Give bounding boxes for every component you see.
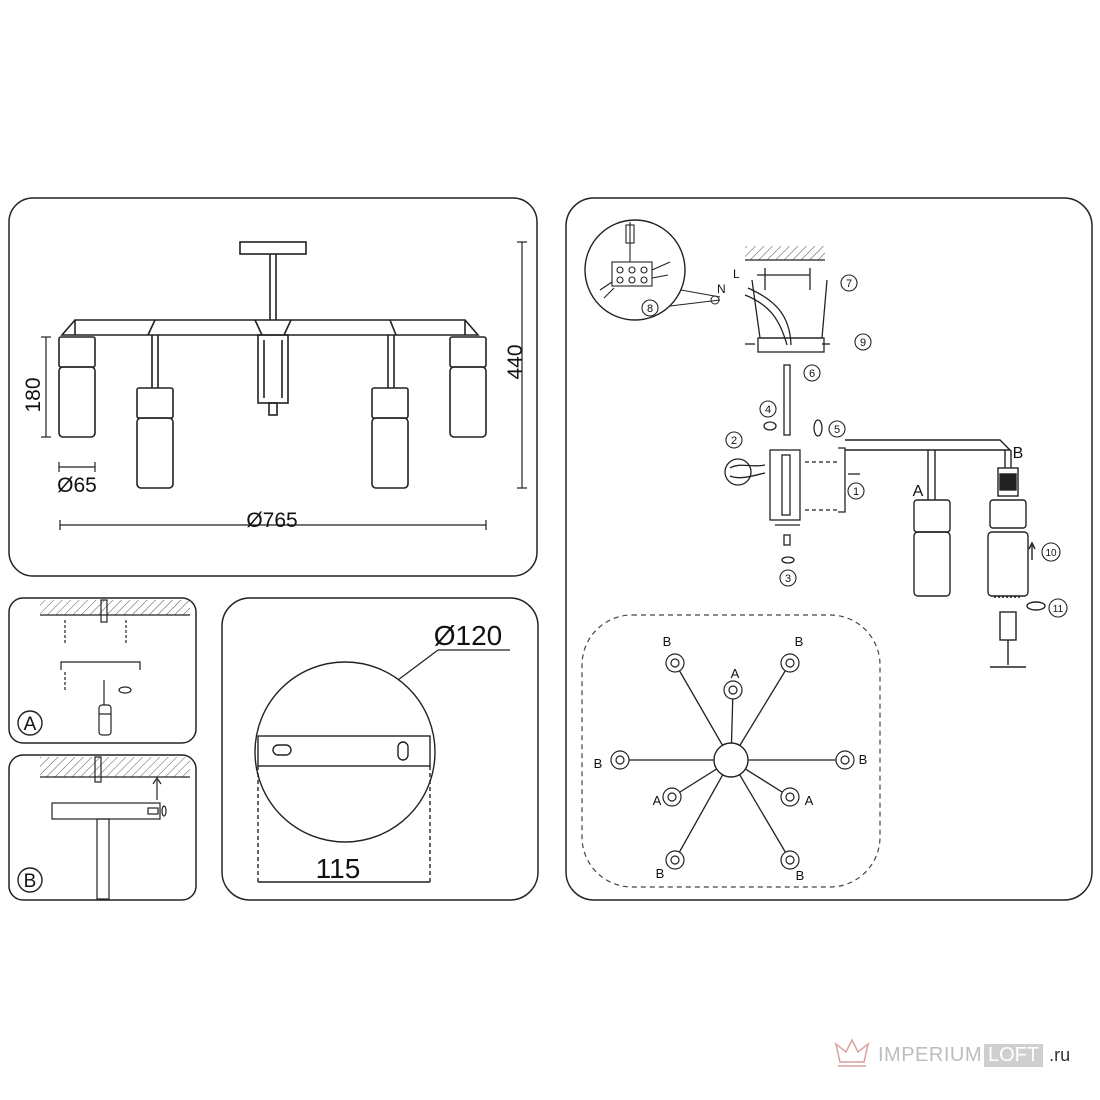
watermark: IMPERIUM LOFT .ru	[830, 1042, 1070, 1068]
arm-b-label: B	[1013, 445, 1024, 462]
dimensions-panel: 180 440 Ø65 Ø765	[8, 197, 538, 577]
step-11: 11	[1053, 604, 1064, 615]
layout-label-right: B	[859, 752, 868, 767]
mounting-b-panel: B	[8, 754, 197, 901]
step-2: 2	[731, 435, 737, 447]
wire-label-neutral: N	[717, 282, 726, 296]
assembly-panel: L N	[565, 197, 1093, 901]
crown-logo-icon	[834, 1038, 870, 1067]
layout-label-left: B	[594, 756, 603, 771]
terminal-block-detail	[584, 219, 721, 321]
wire-label-live: L	[733, 267, 740, 281]
step-8: 8	[647, 303, 653, 315]
step-9: 9	[860, 337, 866, 349]
watermark-brand: IMPERIUM	[878, 1043, 982, 1066]
step-1: 1	[853, 486, 859, 498]
watermark-tld: .ru	[1049, 1044, 1071, 1065]
layout-label-mid-left: A	[653, 793, 662, 808]
bracket-width-label: 115	[316, 853, 361, 884]
top-view-layout: B B A B B A A B B	[581, 614, 881, 888]
variant-a-label: A	[24, 714, 37, 735]
layout-label-bottom-left: B	[656, 866, 665, 881]
step-4: 4	[765, 404, 771, 416]
shade-height-label: 180	[22, 377, 45, 412]
lamp-front-view	[58, 241, 487, 489]
layout-label-top-left: B	[663, 634, 672, 649]
canopy-panel: Ø120 115	[221, 597, 539, 901]
shade-diameter-label: Ø65	[57, 474, 97, 497]
variant-b-label: B	[24, 871, 37, 892]
layout-label-top-center: A	[731, 666, 740, 681]
arm-a-label: A	[913, 483, 924, 500]
span-diameter-label: Ø765	[246, 509, 297, 532]
dimension-lines	[41, 241, 527, 530]
canopy-diameter-label: Ø120	[434, 620, 503, 651]
step-5: 5	[834, 424, 840, 436]
layout-label-top-right: B	[795, 634, 804, 649]
total-height-label: 440	[504, 344, 527, 379]
step-6: 6	[809, 368, 815, 380]
layout-label-bottom-right: B	[796, 868, 805, 883]
watermark-brand-highlight: LOFT	[984, 1043, 1044, 1067]
layout-label-mid-right: A	[805, 793, 814, 808]
step-10: 10	[1045, 548, 1057, 559]
step-3: 3	[785, 573, 791, 585]
mounting-a-panel: A	[8, 597, 197, 744]
step-7: 7	[846, 278, 852, 290]
step-markers	[641, 274, 1068, 618]
